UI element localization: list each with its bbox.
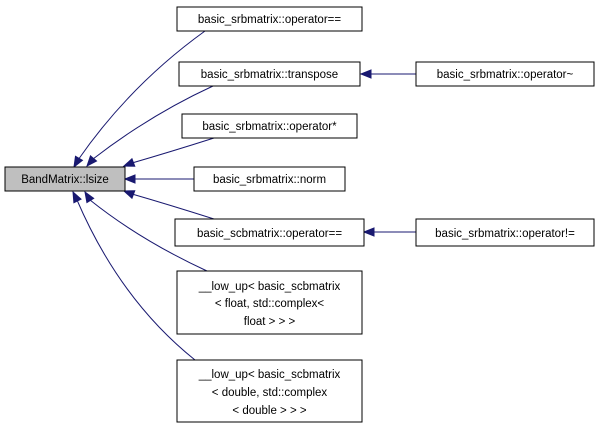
node-scbmatrix-operator-eq[interactable]: basic_scbmatrix::operator== <box>174 218 365 247</box>
arrowhead-icon <box>362 227 375 237</box>
node-label: basic_scbmatrix::operator== <box>197 228 342 240</box>
root-node-label: BandMatrix::lsize <box>21 174 109 186</box>
arrowhead-icon <box>122 190 136 200</box>
node-srbmatrix-operator-neq[interactable]: basic_srbmatrix::operator!= <box>415 218 595 247</box>
node-label: basic_srbmatrix::operator~ <box>437 69 574 81</box>
edge-n9-to-n5 <box>362 227 416 237</box>
edge-n3-to-root <box>122 137 215 167</box>
node-low-up-float[interactable]: __low_up< basic_scbmatrix < float, std::… <box>176 270 363 335</box>
edge-n5-to-root <box>122 190 215 220</box>
edge-line <box>76 199 196 361</box>
edge-line <box>131 137 215 164</box>
node-label: basic_srbmatrix::transpose <box>201 69 338 81</box>
node-label-line: < double > > > <box>232 405 306 417</box>
edge-n2-to-root <box>86 85 214 168</box>
arrowhead-icon <box>73 155 84 169</box>
edge-n8-to-n2 <box>359 69 416 79</box>
edge-line <box>92 85 214 160</box>
node-srbmatrix-operator-eq[interactable]: basic_srbmatrix::operator== <box>176 6 363 32</box>
node-srbmatrix-operator-tilde[interactable]: basic_srbmatrix::operator~ <box>415 61 595 87</box>
arrowhead-icon <box>122 157 136 167</box>
node-label: basic_srbmatrix::operator== <box>198 14 341 26</box>
arrowhead-icon <box>84 190 95 204</box>
edge-n1-to-root <box>73 30 206 169</box>
node-label-line: < float, std::complex< <box>215 298 325 310</box>
node-label-line: < double, std::complex <box>212 387 328 399</box>
edge-n6-to-root <box>84 190 208 272</box>
arrowhead-icon <box>72 190 82 204</box>
node-srbmatrix-norm[interactable]: basic_srbmatrix::norm <box>193 166 346 192</box>
edge-n7-to-root <box>72 190 196 361</box>
edge-line <box>89 199 208 272</box>
edge-line <box>131 193 215 220</box>
node-label: basic_srbmatrix::norm <box>213 174 326 186</box>
node-srbmatrix-transpose[interactable]: basic_srbmatrix::transpose <box>178 61 361 87</box>
node-srbmatrix-operator-mul[interactable]: basic_srbmatrix::operator* <box>181 113 358 139</box>
node-label-line: __low_up< basic_scbmatrix <box>198 369 341 381</box>
nodes-layer: BandMatrix::lsize basic_srbmatrix::opera… <box>4 6 595 423</box>
edge-n4-to-root <box>123 174 194 184</box>
node-label: basic_srbmatrix::operator* <box>202 121 337 133</box>
node-low-up-double[interactable]: __low_up< basic_scbmatrix < double, std:… <box>176 359 363 423</box>
root-node-bandmatrix-lsize[interactable]: BandMatrix::lsize <box>4 166 126 192</box>
arrowhead-icon <box>359 69 372 79</box>
node-label-line: __low_up< basic_scbmatrix <box>198 281 341 293</box>
node-label-line: float > > > <box>244 316 296 328</box>
node-label: basic_srbmatrix::operator!= <box>435 228 575 240</box>
edge-line <box>77 30 206 161</box>
edges-layer <box>72 30 416 361</box>
arrowhead-icon <box>123 174 136 184</box>
arrowhead-icon <box>86 154 98 168</box>
